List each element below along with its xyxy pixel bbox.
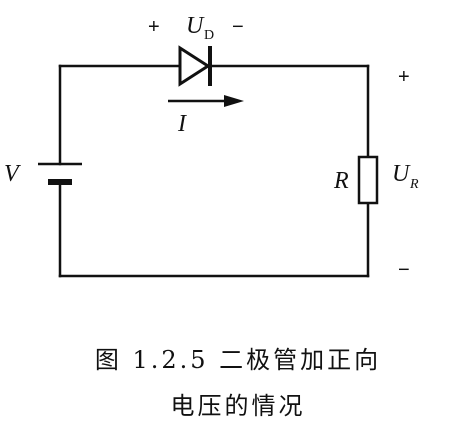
circuit-wires [58,64,370,278]
resistor-symbol [357,155,379,205]
diode-voltage-label: U [186,13,205,39]
resistor-voltage-subscript: R [409,177,419,192]
diode-symbol [178,45,212,87]
resistor-label: R [333,168,349,194]
diode-minus-sign: − [232,16,244,38]
diode-triangle [178,45,211,87]
diode-voltage-subscript: D [204,28,214,43]
resistor-voltage-label: U [392,161,411,187]
source-label: V [4,161,21,187]
current-arrow [168,95,244,107]
current-arrow-head [224,95,244,107]
battery-symbol [38,162,82,185]
figure-caption-line-1: 图 1.2.5 二极管加正向 [94,346,382,374]
resistor-plus-sign: + [398,66,410,88]
current-label: I [177,111,187,137]
diode-plus-sign: + [148,16,160,38]
figure-caption-line-2: 电压的情况 [170,392,306,420]
resistor-minus-sign: − [398,259,410,281]
